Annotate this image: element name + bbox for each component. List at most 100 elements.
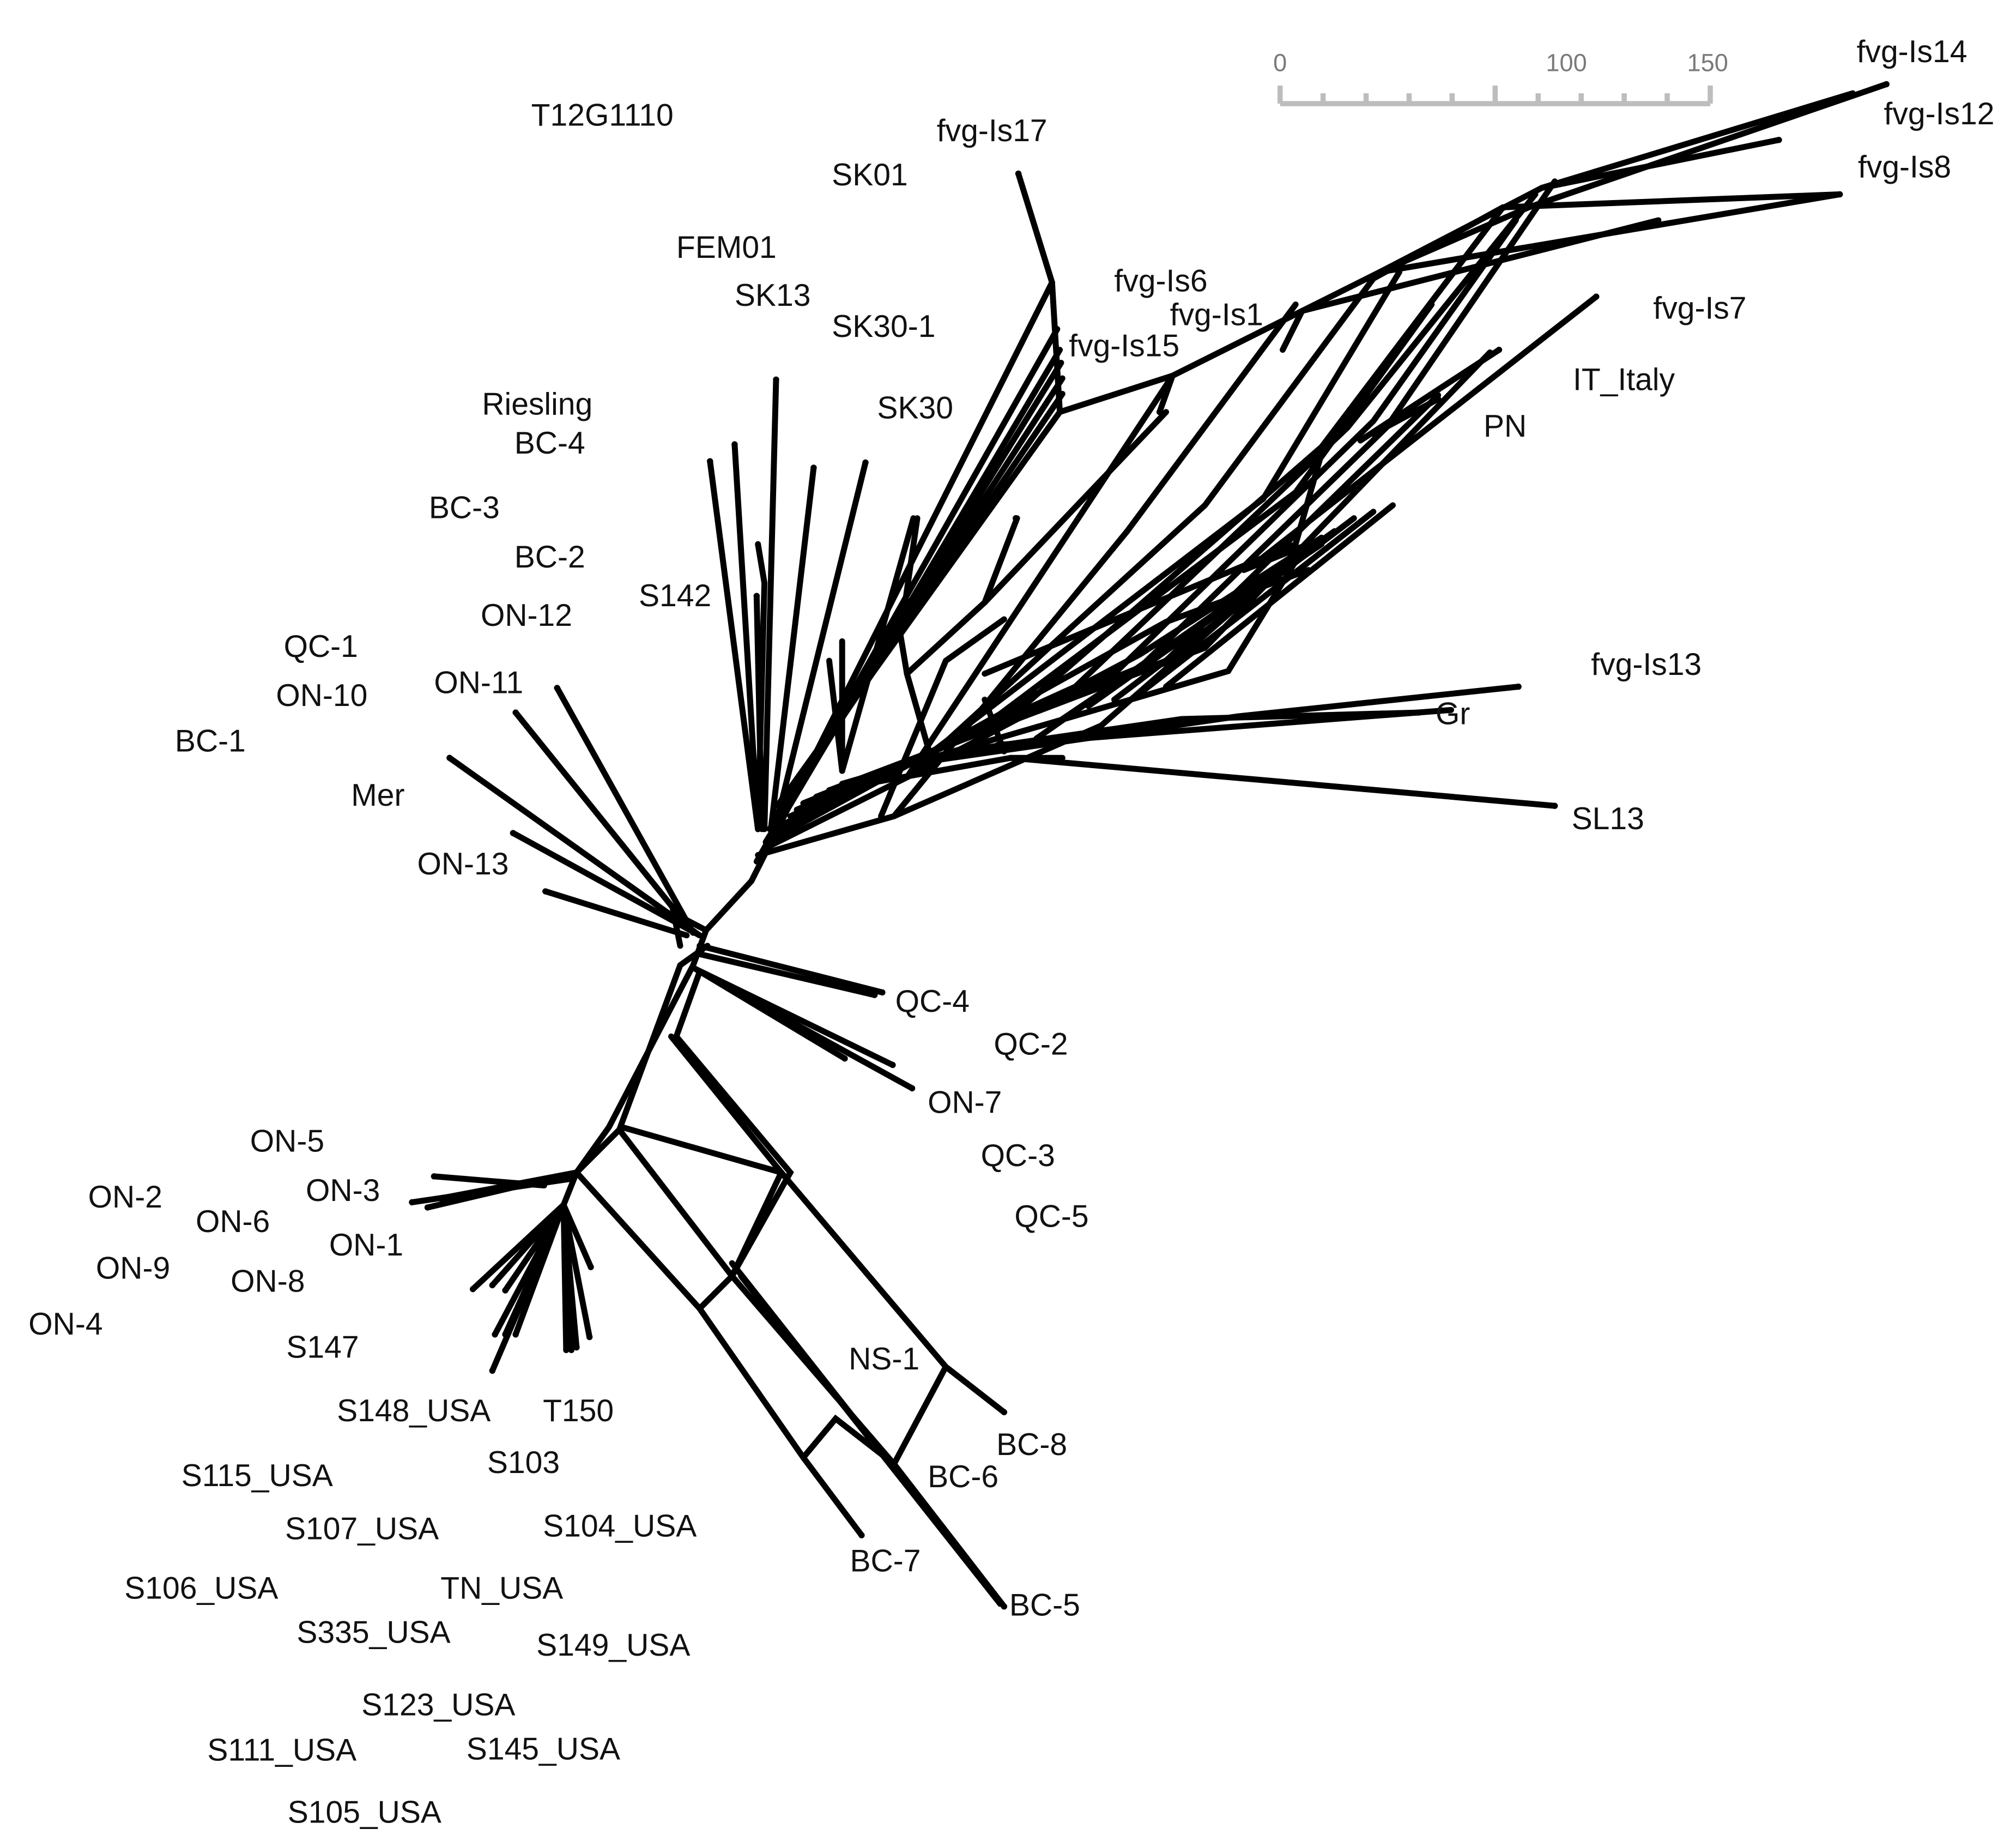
tip-node-11 [1551,802,1558,809]
network-edge-53 [774,409,1063,809]
tip-node-7 [1156,409,1163,415]
tip-node-3 [1836,191,1843,198]
tip-node-24 [871,992,878,998]
tip-node-40 [568,1347,575,1354]
taxon-label-bc-6: BC-6 [928,1459,998,1494]
taxon-label-s145-usa: S145_USA [467,1731,620,1766]
network-edge-7 [668,1033,784,1176]
tip-node-20 [542,888,549,895]
network-tips [409,81,1890,1610]
tip-node-9 [1515,683,1522,690]
network-edge-23 [489,1202,567,1374]
taxon-label-on-4: ON-4 [28,1307,102,1342]
network-edge-41 [731,441,761,832]
network-edge-44 [767,464,817,832]
taxon-label-fvg-is6: fvg-Is6 [1114,264,1207,299]
tip-node-5 [1496,346,1503,353]
network-edge-28 [560,1202,593,1341]
taxon-label-qc-3: QC-3 [981,1138,1055,1173]
network-edge-113 [1163,502,1396,690]
taxon-label-t12g1110: T12G1110 [531,98,674,133]
network-edge-12 [738,1273,1003,1607]
taxon-label-on-6: ON-6 [196,1204,270,1239]
network-edge-9 [697,1169,784,1312]
taxon-label-fvg-is8: fvg-Is8 [1858,150,1951,185]
network-edge-74 [1111,217,1519,677]
tip-node-33 [489,1282,496,1289]
network-edge-87 [982,409,1169,606]
network-edge-93 [761,774,910,852]
tip-node-30 [431,1173,438,1180]
taxon-label-on-5: ON-5 [250,1124,324,1159]
tip-node-42 [588,1264,594,1270]
tip-node-14 [773,376,779,383]
network-edge-114 [982,450,1325,677]
taxon-label-fem01: FEM01 [676,230,777,265]
taxon-label-s106-usa: S106_USA [124,1571,278,1606]
tip-node-32 [469,1285,476,1293]
tip-node-23 [879,989,886,996]
tip-node-35 [492,1331,498,1338]
network-edge-10 [800,1363,949,1469]
taxon-label-sk30-1: SK30-1 [832,309,935,344]
tip-node-28 [437,1195,444,1202]
tip-node-10 [1415,709,1422,716]
tip-node-27 [909,1085,916,1091]
tip-node-41 [573,1344,580,1351]
tip-node-29 [424,1204,431,1211]
taxon-label-bc-1: BC-1 [175,723,246,758]
tip-node-44 [1001,1409,1008,1416]
network-edge-5 [573,1169,865,1538]
taxon-label-on-2: ON-2 [88,1180,162,1215]
taxon-label-s103: S103 [487,1445,560,1480]
network-edge-89 [839,515,917,774]
network-edge-88 [904,372,1176,781]
network-edge-83 [878,616,1007,819]
taxon-label-fvg-is17: fvg-Is17 [937,113,1048,148]
taxon-label-on-13: ON-13 [417,847,508,882]
taxon-label-s111-usa: S111_USA [207,1733,356,1768]
network-edge-30 [510,830,703,939]
taxon-label-bc-3: BC-3 [429,491,500,526]
taxon-label-s115-usa: S115_USA [181,1458,333,1493]
network-edge-75 [1137,178,1558,671]
taxon-label-on-7: ON-7 [928,1085,1002,1120]
tip-node-37 [512,1331,519,1338]
tip-node-12 [707,458,713,464]
tip-node-21 [512,709,519,716]
taxon-label-t150: T150 [543,1393,614,1428]
taxon-label-bc-8: BC-8 [996,1427,1067,1462]
tip-node-4 [1593,293,1600,300]
taxon-label-on-8: ON-8 [231,1264,305,1299]
network-edge-3 [573,1124,625,1176]
tip-node-18 [446,754,453,761]
tip-node-17 [753,593,760,599]
network-edge-35 [697,943,886,995]
network-edge-77 [1202,349,1493,651]
taxon-label-sk01: SK01 [832,158,908,192]
network-edge-36 [694,950,878,998]
network-edge-33 [554,685,697,936]
tip-node-6 [1435,396,1442,402]
network-edge-43 [761,376,779,832]
network-edge-56 [1057,90,1856,415]
taxon-label-fvg-is14: fvg-Is14 [1857,34,1967,69]
taxon-label-bc-4: BC-4 [514,426,585,461]
taxon-label-sk30: SK30 [877,391,953,426]
tip-node-26 [889,1061,896,1069]
network-edge-60 [1539,137,1782,191]
network-edge-39 [693,966,916,1091]
network-edge-58 [1280,307,1305,353]
taxon-label-on-9: ON-9 [96,1251,170,1286]
taxon-label-on-10: ON-10 [276,678,367,713]
tip-node-25 [841,1055,848,1062]
tip-node-19 [510,830,517,836]
taxon-label-on-12: ON-12 [481,598,572,633]
taxon-label-fvg-is1: fvg-Is1 [1170,298,1263,333]
taxon-label-gr: Gr [1436,696,1470,731]
tip-node-45 [858,1532,865,1538]
taxon-label-tn-usa: TN_USA [440,1571,563,1606]
network-edge-111 [1111,515,1357,703]
